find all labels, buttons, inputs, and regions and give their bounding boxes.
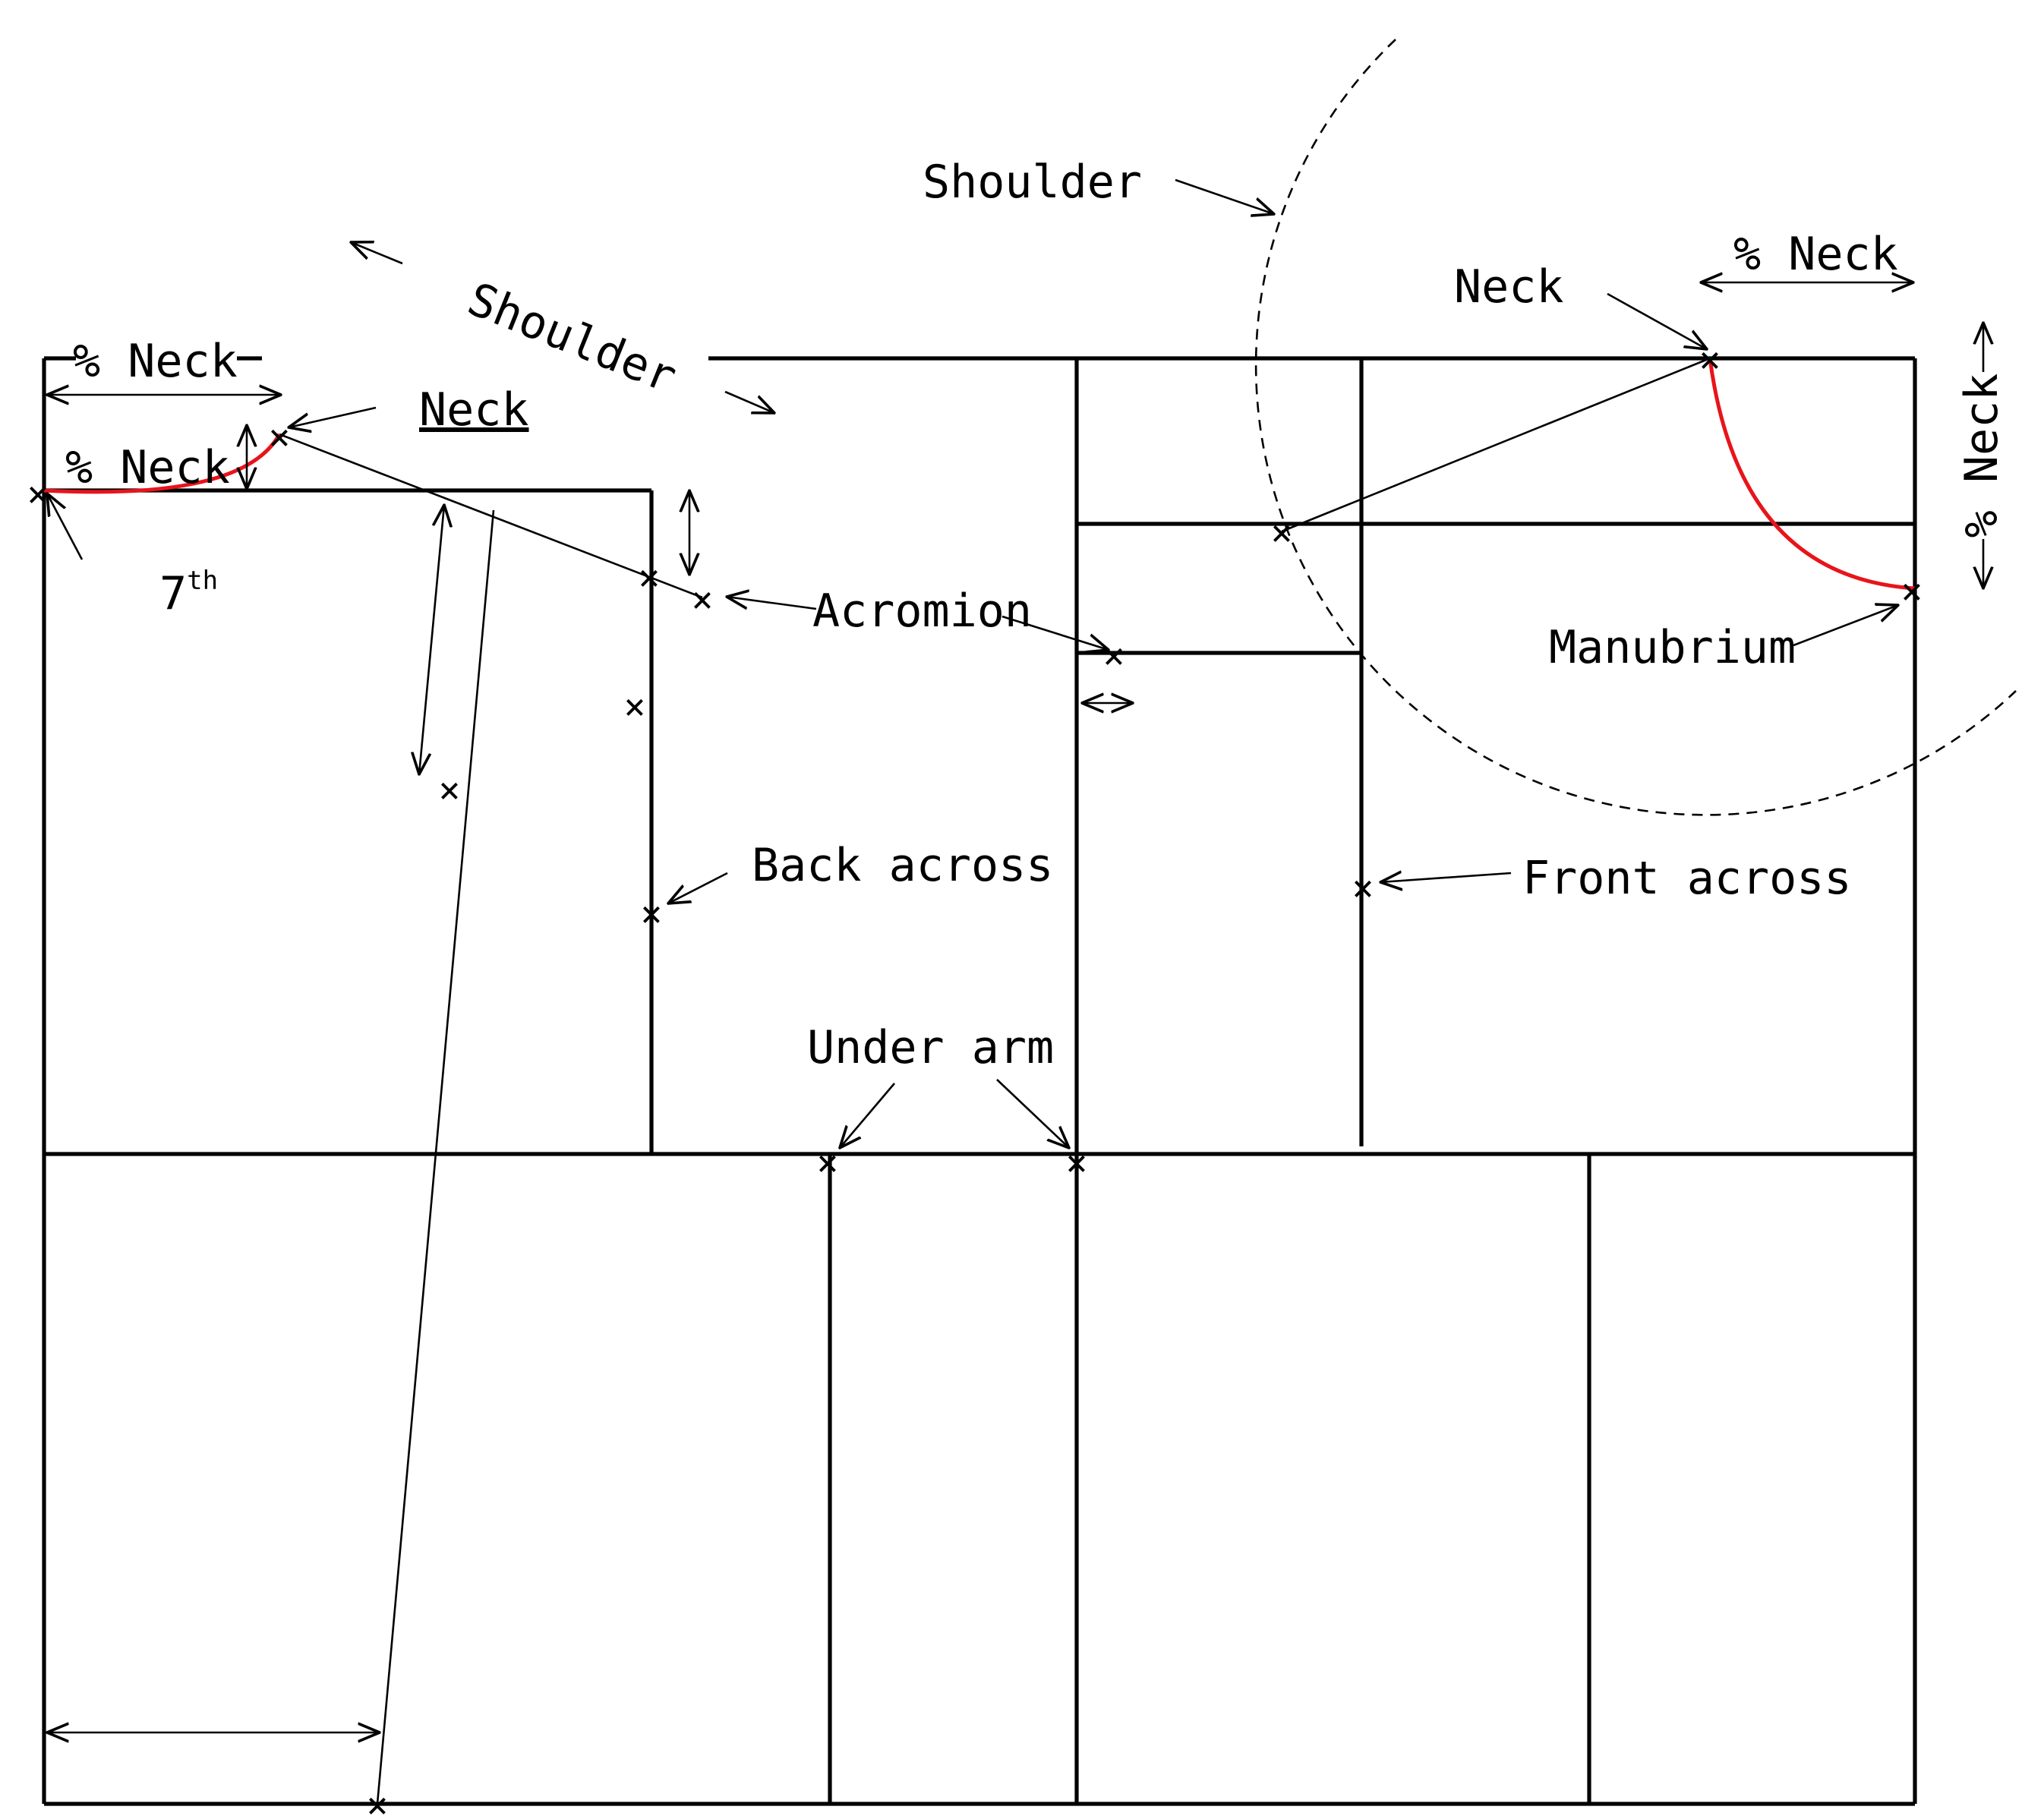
front-across-pointer (1380, 873, 1512, 882)
arrows (47, 178, 1913, 1732)
label-pct-neck-right-vertical-group: % Neck (1955, 323, 2008, 588)
draft-frame (42, 356, 1917, 1806)
marker-front-across: × (1352, 867, 1374, 910)
marker-acromion-front: × (1103, 635, 1125, 677)
label-manubrium: Manubrium (1549, 621, 1796, 674)
marker-shoulder-back: × (639, 556, 661, 599)
label-seventh: 7th (159, 566, 218, 620)
marker-seventh: × (27, 473, 49, 515)
label-pct-neck-left: % Neck (65, 441, 230, 494)
back-length-arrow (419, 505, 444, 774)
front-neckline-curve (1708, 358, 1916, 591)
back-across-pointer (668, 872, 728, 903)
neck-front-pointer (1607, 292, 1707, 349)
shoulder-arrow-down-right (724, 390, 774, 413)
point-markers: × × × × × × × × × × × × × × × (27, 339, 1923, 1816)
label-neck-front: Neck (1454, 260, 1564, 314)
label-seventh-suffix: th (187, 566, 218, 596)
manubrium-pointer (1793, 605, 1898, 647)
label-seventh-number: 7 (159, 567, 187, 620)
under-arm-pointer-right (996, 1079, 1069, 1148)
label-neck-back: Neck (419, 383, 529, 437)
acromion-pointer-left (727, 597, 817, 610)
back-slant-line (376, 509, 495, 1805)
marker-back-blade: × (439, 769, 461, 812)
neck-back-pointer (289, 406, 377, 427)
shoulder-arc-dashed (1254, 39, 2017, 816)
marker-neck-front: × (1699, 339, 1721, 381)
construction-lines (279, 357, 1711, 1805)
marker-back-across: × (641, 893, 663, 935)
label-pct-neck-top-right: % Neck (1733, 228, 1898, 281)
marker-manubrium: × (1901, 570, 1923, 613)
label-front-across: Front across (1522, 852, 1851, 905)
label-pct-neck-top-left: % Neck (73, 335, 238, 388)
acromion-pointer-right (1001, 615, 1109, 650)
marker-underarm-right: × (1066, 1142, 1088, 1184)
seventh-pointer (47, 493, 84, 560)
marker-hem: × (367, 1784, 389, 1816)
marker-shoulder-front: × (1271, 512, 1293, 554)
back-neckline-curve (43, 433, 282, 494)
under-arm-pointer-left (840, 1083, 895, 1148)
marker-underarm-left: × (817, 1142, 839, 1184)
shoulder-top-pointer (1175, 178, 1274, 214)
label-shoulder-top: Shoulder (923, 156, 1142, 209)
marker-back-mid: × (624, 686, 646, 728)
marker-acromion-back: × (692, 579, 714, 621)
back-shoulder-line (279, 433, 703, 599)
shoulder-arrow-up-left (351, 242, 403, 265)
labels: Shoulder Shoulder Neck Neck % Neck % Nec… (65, 156, 2008, 1074)
label-back-across: Back across (752, 839, 1053, 892)
front-shoulder-line (1281, 357, 1711, 533)
label-under-arm: Under arm (807, 1021, 1054, 1074)
label-pct-neck-right-vertical: % Neck (1955, 374, 2008, 538)
marker-neck-back: × (269, 416, 291, 459)
label-acromion: Acromion (812, 585, 1032, 638)
